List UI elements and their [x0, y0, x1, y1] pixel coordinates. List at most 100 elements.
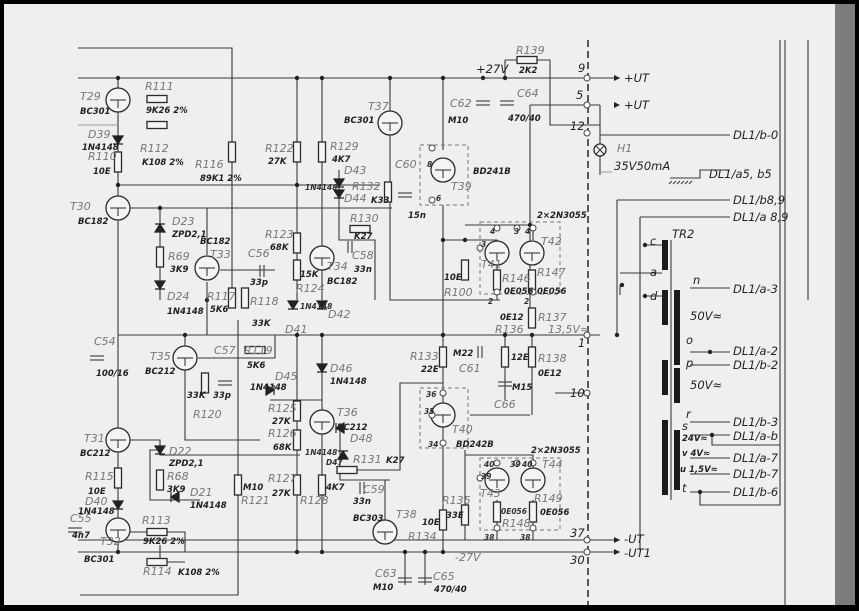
transformer-taps-t-label: t [682, 481, 687, 495]
diodes-d39-type-label: 1N4148 [82, 143, 119, 153]
resistors-r121-value-label: M10 [243, 483, 263, 493]
connector-a89-label[interactable]: DL1/a 8,9 [733, 210, 788, 224]
connector-b7-label[interactable]: DL1/b-7 [733, 467, 779, 481]
diodes-d41-type-label: 1N4148 [300, 302, 332, 311]
connector-a3-label[interactable]: DL1/a-3 [733, 282, 778, 296]
connector-a5b5-label[interactable]: DL1/a5, b5 [709, 167, 772, 181]
diode-symbol [169, 490, 180, 504]
resistor-symbol [317, 141, 327, 163]
transistor-symbol [172, 345, 198, 371]
capacitor-symbol [347, 241, 353, 253]
transistor-symbol [309, 245, 335, 271]
resistors-r131-ref-label: R131 [353, 453, 382, 466]
connection-pin [529, 288, 537, 296]
connection-pin [493, 459, 501, 467]
connector-b6-label[interactable]: DL1/b-6 [733, 485, 778, 499]
wires [78, 40, 809, 605]
capacitor-symbol [476, 100, 490, 106]
connector-ab-label[interactable]: DL1/a-b [733, 429, 778, 443]
supply-plus27-label: +27V [476, 62, 509, 76]
outputs-ut2-label[interactable]: +UT [624, 98, 650, 112]
junction-dot [440, 75, 446, 81]
connector-a2-label[interactable]: DL1/a-2 [733, 344, 778, 358]
connector-b89-label[interactable]: DL1/b8,9 [733, 193, 785, 207]
transistors-t34-type-label: BC182 [327, 277, 358, 287]
junction-dot [440, 332, 446, 338]
resistors-r118-ref-label: R118 [250, 295, 279, 308]
resistors-r137-value-label: 0E12 [500, 313, 524, 323]
transistors-t39-ref-label: T39 [451, 180, 472, 193]
resistors-r122-value-label: 27K [268, 157, 288, 167]
outputs-mut1-label[interactable]: -UT1 [624, 546, 651, 560]
paper-background [4, 4, 835, 605]
transistors-t41-ref-label: T41 [481, 258, 502, 271]
resistors-r120-ref-label: R120 [193, 408, 222, 421]
terminals-t30-label: 30 [570, 553, 585, 567]
resistors-r139-ref-label: R139 [516, 44, 545, 57]
resistors-r116-value-label: 89K1 2% [200, 174, 242, 184]
resistor-symbol [292, 259, 302, 281]
resistor-symbol [244, 345, 266, 355]
capacitors-c65-value-label: 470/40 [433, 585, 467, 595]
pins-t40-2-label: 34 [428, 440, 438, 449]
resistors-r124-value-label: 15K [300, 270, 320, 280]
junction-dot [462, 237, 468, 243]
diode-symbol [336, 449, 350, 460]
connector-b0-label[interactable]: DL1/b-0 [733, 128, 778, 142]
connection-pin [428, 144, 436, 152]
capacitor-symbol [500, 100, 514, 106]
transistor-symbol [105, 87, 131, 113]
capacitors-c60-value-label: 15n [408, 211, 426, 221]
junction-dot [319, 332, 325, 338]
diodes-d21-type-label: 1N4148 [190, 501, 227, 511]
diode-symbol [153, 445, 167, 456]
capacitor-symbol [498, 381, 512, 387]
terminals-t12-label: 12 [570, 119, 585, 133]
junction-dot [294, 549, 300, 555]
connection-pin [439, 389, 447, 397]
connection-pin [583, 331, 591, 339]
connection-pin [583, 389, 591, 397]
capacitor-symbol [359, 482, 365, 494]
outputs-ut1-label[interactable]: +UT [624, 71, 650, 85]
connection-pin [583, 129, 591, 137]
transistor-symbol [519, 240, 545, 266]
junction-dot [707, 349, 713, 355]
resistors-r136-value-label: 12E [511, 353, 529, 363]
diode-symbol [111, 500, 125, 511]
resistors-r137-ref-label: R137 [538, 311, 567, 324]
outputs-mut-label[interactable]: -UT [624, 532, 645, 546]
pins-t43-44-3-label: 39 [481, 472, 491, 481]
resistors-r147-ref-label: R147 [537, 266, 566, 279]
junction-dot [642, 293, 648, 299]
resistors-r126-value-label: 68K [273, 443, 293, 453]
junction-dot [440, 237, 446, 243]
capacitors-c57-ref-label: C57 [214, 344, 236, 357]
connector-b2-label[interactable]: DL1/b-2 [733, 358, 778, 372]
resistors-r111-ref-label: R111 [145, 80, 174, 93]
ground-icon [668, 177, 700, 185]
capacitors-c55-ref-label: C55 [70, 512, 92, 525]
junction-dot [502, 75, 508, 81]
resistor-symbol [492, 501, 502, 523]
resistors-r119-value-label: 5K6 [247, 361, 266, 371]
junction-dot [502, 332, 508, 338]
connector-b3-label[interactable]: DL1/b-3 [733, 415, 778, 429]
resistor-symbol [527, 307, 537, 329]
transistors-t40-type-label: BD242B [456, 440, 494, 450]
diode-symbol [332, 178, 346, 189]
capacitors-c65-ref-label: C65 [433, 570, 455, 583]
connector-a7-label[interactable]: DL1/a-7 [733, 451, 779, 465]
capacitors-c64-value-label: 470/40 [507, 114, 541, 124]
resistors-r110-value-label: 10E [93, 167, 111, 177]
capacitors-c58-value-label: 33n [354, 265, 372, 275]
junction-dot [422, 549, 428, 555]
transistors-t43-ref-label: T43 [480, 487, 501, 500]
resistor-symbol [516, 55, 538, 65]
diodes-d43-ref-label: D43 [344, 164, 366, 177]
pins-t43-44-0-label: 40 [484, 460, 494, 469]
resistors-r146-ref-label: R146 [502, 272, 531, 285]
connection-pin [493, 524, 501, 532]
junction-dot [115, 549, 121, 555]
transistor-symbol [430, 157, 456, 183]
